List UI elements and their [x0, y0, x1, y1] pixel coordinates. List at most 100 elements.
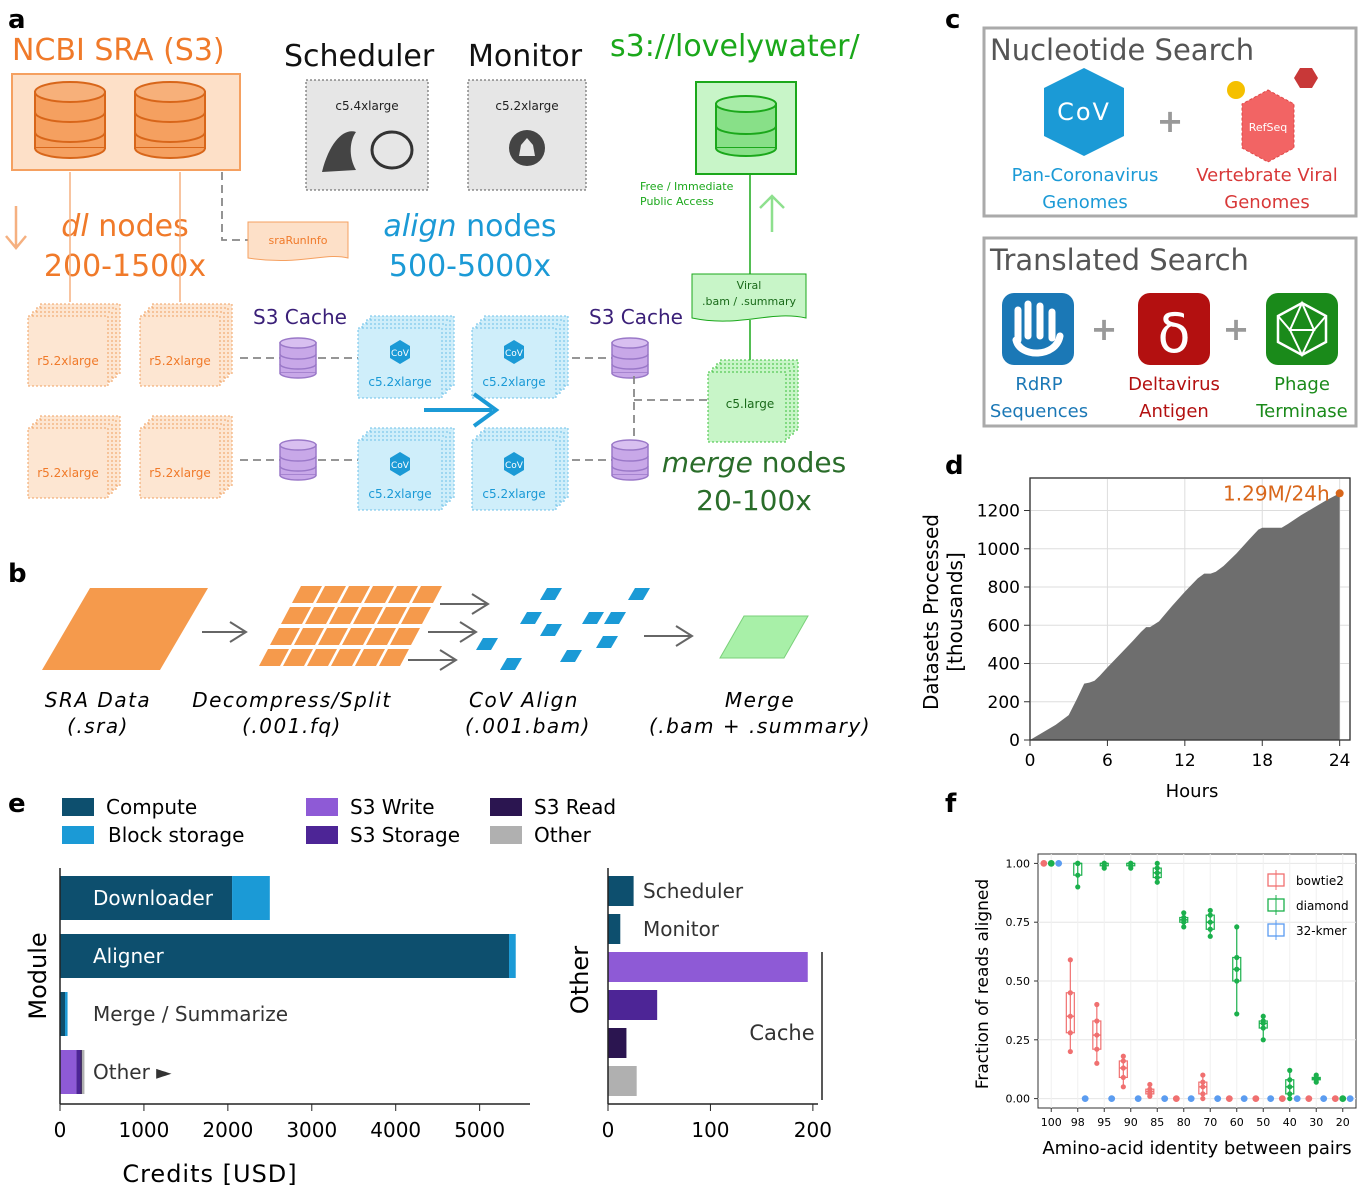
rdrp-line1: RdRP	[1015, 374, 1062, 395]
f-point	[1067, 1048, 1073, 1055]
bucket-database-icon	[715, 95, 777, 113]
d-y-tick-label: 200	[988, 693, 1020, 713]
legend-swatch	[490, 826, 522, 844]
f-x-tick-label: 98	[1071, 1116, 1085, 1129]
align-instance-label: c5.2xlarge	[482, 487, 545, 501]
f-point	[1214, 1095, 1222, 1102]
f-x-tick-label: 50	[1256, 1116, 1270, 1129]
f-y-tick-label: 0.00	[1006, 1093, 1031, 1106]
e-x-tick-label: 2000	[202, 1118, 253, 1142]
d-final-point	[1335, 489, 1344, 498]
flow-arrow-icon	[408, 649, 458, 671]
f-point	[1234, 966, 1240, 972]
f-point	[1120, 1053, 1126, 1059]
d-y-tick-label: 400	[988, 655, 1020, 675]
cov-badge: CoV	[391, 461, 410, 471]
delta-symbol: δ	[1157, 302, 1190, 365]
f-point	[1181, 914, 1187, 921]
f-point	[1260, 1025, 1266, 1031]
e-x-tick-label: 0	[54, 1118, 67, 1142]
f-point	[1252, 1095, 1260, 1102]
f-point	[1287, 1095, 1293, 1102]
dl-instance-label: r5.2xlarge	[149, 466, 211, 480]
f-point	[1207, 933, 1213, 939]
e-bar-label: Merge / Summarize	[93, 1002, 288, 1026]
legend-label: S3 Write	[350, 795, 435, 819]
s3-cache-database-icon	[611, 337, 649, 379]
f-point	[1047, 860, 1055, 867]
f-point	[1287, 1077, 1293, 1083]
s3-cache-label-right: S3 Cache	[589, 305, 683, 329]
refseq-icon-label: RefSeq	[1249, 121, 1288, 134]
aligned-chunk	[540, 588, 562, 600]
panel-b: SRA Data (.sra) Decompress/Split (.001.f…	[42, 586, 870, 738]
e-right-x-tick-label: 200	[794, 1118, 832, 1142]
f-point	[1240, 1095, 1248, 1102]
f-point	[1278, 1095, 1286, 1102]
merge-count: 20-100x	[696, 484, 812, 517]
align-instance-label: c5.2xlarge	[368, 375, 431, 389]
f-point	[1161, 1095, 1169, 1102]
f-point	[1108, 1095, 1116, 1102]
f-point	[1075, 860, 1081, 867]
d-y-tick-label: 800	[988, 578, 1020, 598]
dl-node-stack	[139, 415, 233, 499]
e-right-ylabel: Other	[566, 946, 594, 1014]
f-point	[1293, 1095, 1301, 1102]
f-point	[1187, 1095, 1195, 1102]
legend-swatch	[490, 798, 522, 816]
scheduler-instance: c5.4xlarge	[335, 99, 398, 113]
pan-coronavirus-icon	[1044, 68, 1124, 156]
e-bar-segment	[80, 1050, 82, 1094]
legend-swatch	[306, 826, 338, 844]
legend-swatch	[306, 798, 338, 816]
merge-instance-label: c5.large	[726, 397, 774, 411]
split-chunk	[294, 628, 324, 645]
plus-sign: +	[1091, 310, 1118, 348]
f-point	[1067, 1030, 1073, 1036]
d-x-tick-label: 6	[1102, 751, 1113, 771]
align-nodes-label: align nodes	[383, 209, 556, 244]
e-bar-segment	[60, 934, 510, 978]
d-y-tick-label: 1200	[977, 502, 1020, 522]
dl-node-stack	[139, 303, 233, 387]
panel-letter-a: a	[8, 5, 26, 35]
vert-line1: Vertebrate Viral	[1196, 165, 1338, 186]
f-legend-label: 32-kmer	[1296, 924, 1347, 938]
chart-f: Amino-acid identity between pairs Fracti…	[973, 853, 1357, 1159]
decompress-split-shape	[259, 586, 442, 666]
f-point	[1320, 1095, 1328, 1102]
f-point	[1200, 1095, 1206, 1102]
vert-line2: Genomes	[1224, 192, 1309, 213]
step-decompress-line1: Decompress/Split	[192, 688, 392, 712]
yellow-particle-icon	[1227, 81, 1245, 99]
f-point	[1134, 1095, 1142, 1102]
f-point	[1067, 1013, 1073, 1019]
f-ylabel: Fraction of reads aligned	[973, 879, 993, 1089]
f-point	[1339, 1095, 1347, 1102]
align-flow-arrow-icon	[424, 392, 500, 428]
f-x-tick-label: 70	[1203, 1116, 1217, 1129]
split-chunk	[283, 649, 313, 666]
align-nodes-word: align	[383, 209, 456, 244]
f-x-tick-label: 80	[1177, 1116, 1191, 1129]
f-x-tick-label: 100	[1041, 1116, 1062, 1129]
f-point	[1287, 1084, 1293, 1090]
f-x-tick-label: 60	[1230, 1116, 1244, 1129]
f-point	[1172, 1095, 1180, 1102]
nodes-word: nodes	[457, 209, 557, 244]
e-bar-segment	[65, 992, 68, 1036]
panel-c: Nucleotide Search CoV + RefSeq Pan-Coron…	[982, 26, 1358, 428]
e-right-bar	[608, 914, 621, 944]
f-y-tick-label: 0.25	[1006, 1034, 1031, 1047]
f-point	[1267, 1095, 1275, 1102]
f-point	[1200, 1079, 1206, 1085]
f-point	[1207, 926, 1213, 932]
split-chunk	[390, 628, 420, 645]
f-point	[1154, 879, 1160, 885]
f-point	[1101, 860, 1107, 867]
f-point	[1120, 1084, 1126, 1090]
scheduler-title: Scheduler	[284, 39, 435, 74]
e-bar-segment	[60, 992, 66, 1036]
